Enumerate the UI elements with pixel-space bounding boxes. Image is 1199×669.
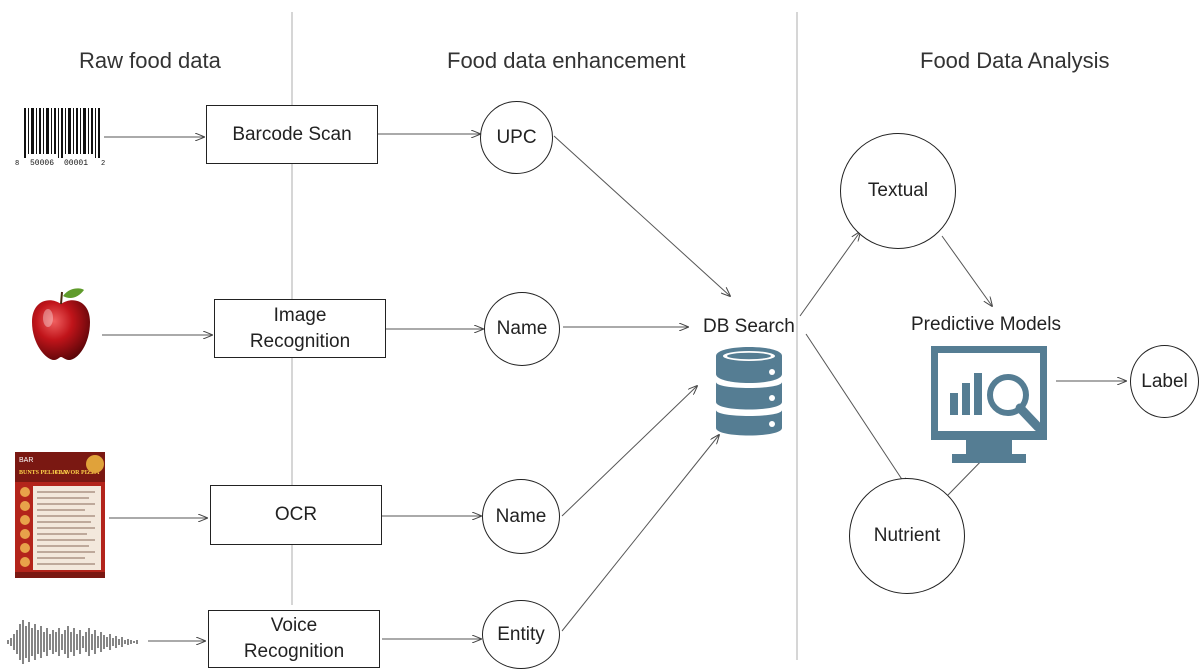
arrow-db-to-textual <box>799 232 860 317</box>
textual-node: Textual <box>840 133 956 249</box>
menu-image-icon: BAR BUNTS PELICAN FLAVOR PIZZA <box>15 452 105 578</box>
arrow-textual-to-models <box>941 235 992 306</box>
upc-label: UPC <box>496 126 537 148</box>
database-icon <box>716 347 782 436</box>
analytics-monitor-icon <box>931 346 1047 463</box>
apple-icon <box>32 288 90 360</box>
waveform-icon <box>7 620 138 664</box>
nutrient-node: Nutrient <box>849 478 965 594</box>
barcode-scan-label: Barcode Scan <box>232 123 352 145</box>
menu-title-left: BUNTS PELICAN <box>19 470 68 476</box>
name-image-label: Name <box>496 318 548 339</box>
upc-node: UPC <box>480 101 553 174</box>
menu-title-right: FLAVOR PIZZA <box>55 470 100 476</box>
barcode-digit-last: 2 <box>101 160 105 168</box>
name-ocr-label: Name <box>495 505 547 527</box>
voice-recognition-box: Voice Recognition <box>208 610 380 668</box>
name-node-ocr: Name <box>482 479 560 554</box>
section-title-raw: Raw food data <box>79 48 221 73</box>
barcode-digits-group2: 00001 <box>64 159 88 168</box>
barcode-scan-box: Barcode Scan <box>206 105 378 164</box>
image-recognition-label-line2: Recognition <box>249 330 351 352</box>
entity-label: Entity <box>497 623 545 645</box>
nutrient-label: Nutrient <box>873 525 941 546</box>
arrow-db-to-nutrient <box>805 333 907 487</box>
predictive-models-label: Predictive Models <box>911 314 1061 335</box>
image-recognition-label-line1: Image <box>273 304 327 326</box>
entity-node: Entity <box>482 600 560 669</box>
section-title-analysis: Food Data Analysis <box>920 48 1110 73</box>
arrow-ocr-name-to-db <box>561 386 697 517</box>
barcode-digit-first: 8 <box>15 160 19 168</box>
voice-recognition-label-line1: Voice <box>270 615 318 636</box>
section-title-enhancement: Food data enhancement <box>447 48 686 73</box>
image-recognition-box: Image Recognition <box>214 299 386 358</box>
voice-recognition-label-line2: Recognition <box>243 641 345 662</box>
barcode-digits-group1: 50006 <box>30 159 54 168</box>
name-node-image: Name <box>484 292 560 366</box>
arrow-upc-to-db <box>553 135 730 296</box>
ocr-box: OCR <box>210 485 382 545</box>
label-node: Label <box>1130 345 1199 418</box>
db-search-label: DB Search <box>703 316 795 337</box>
label-text: Label <box>1141 370 1188 392</box>
arrow-entity-to-db <box>561 435 719 632</box>
barcode-icon: 8 50006 00001 2 <box>15 108 105 168</box>
textual-label: Textual <box>867 180 929 201</box>
ocr-label: OCR <box>274 504 318 525</box>
menu-brand-text: BAR <box>19 457 33 464</box>
